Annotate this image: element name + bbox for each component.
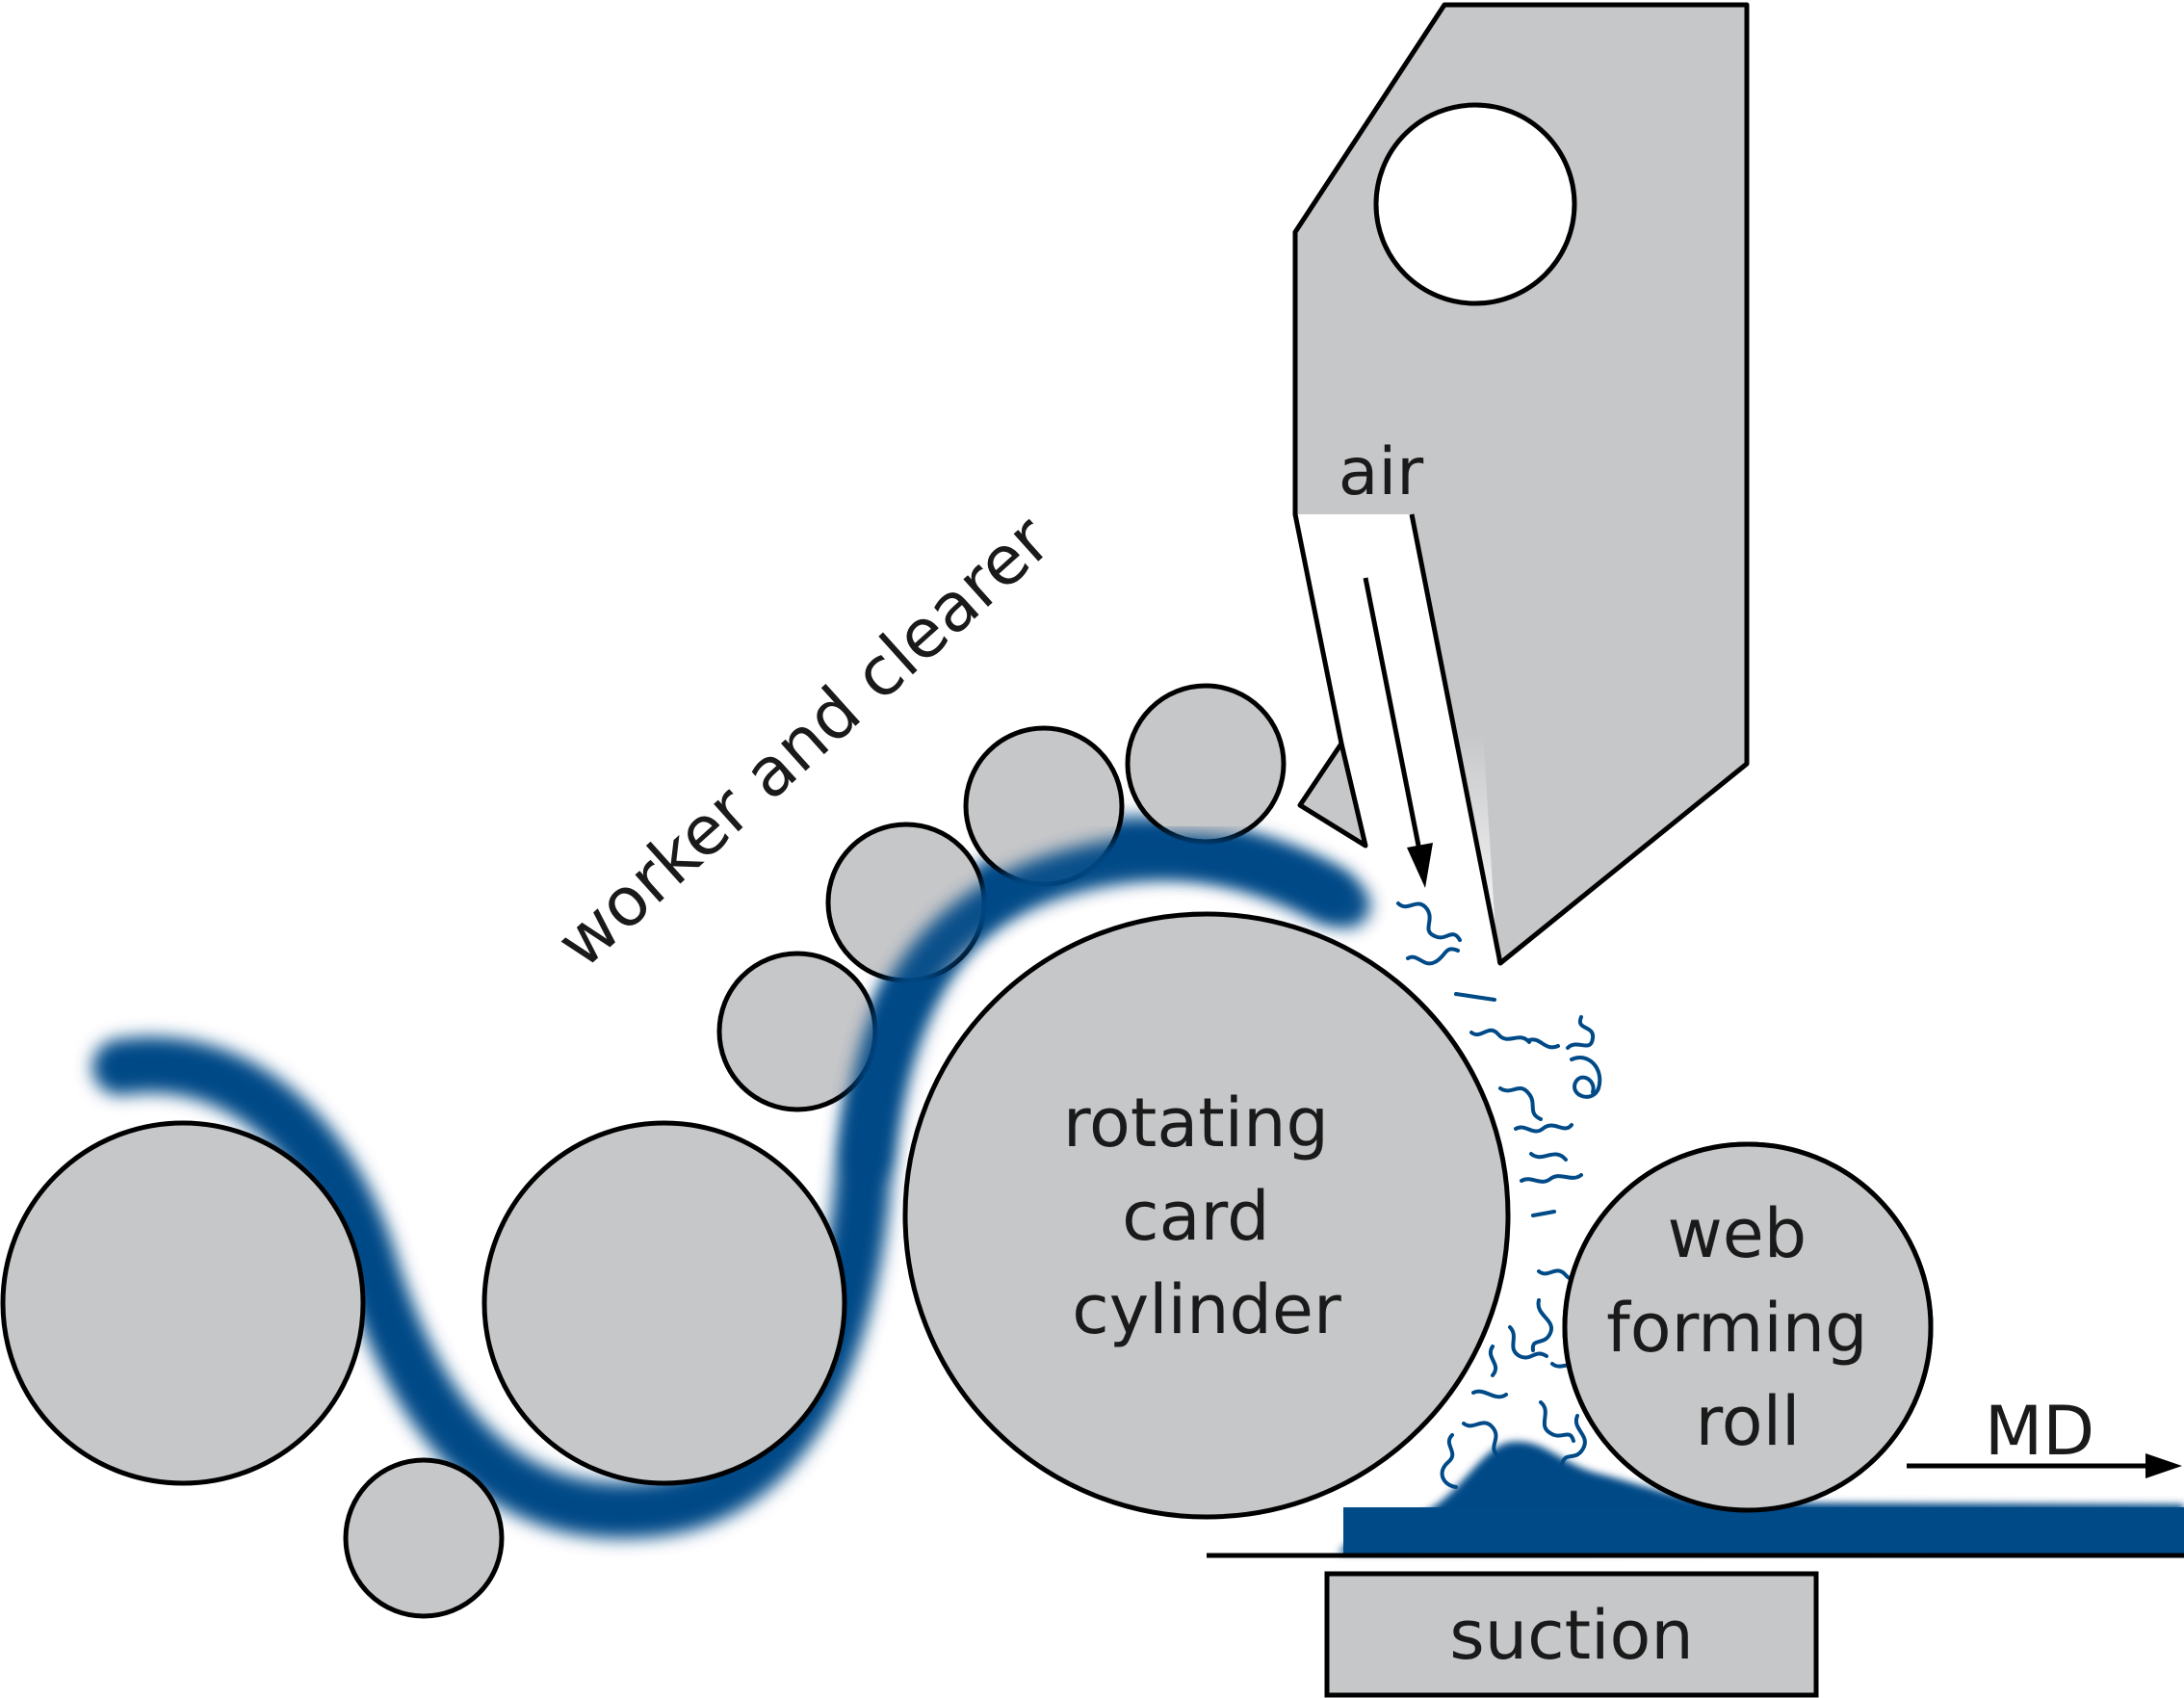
feed-roll-left	[0, 1120, 366, 1486]
suction-label: suction	[1449, 1596, 1693, 1675]
wfr-line-1: web	[1667, 1194, 1807, 1273]
worker-roll-4	[1125, 683, 1287, 845]
md-label: MD	[1985, 1392, 2094, 1471]
rcc-line-1: rotating	[1063, 1084, 1329, 1162]
nozzle-right-wall	[1409, 513, 1503, 964]
licker-in-roll	[481, 1120, 847, 1486]
md-arrow-head	[2145, 1453, 2182, 1478]
rotating-card-cylinder-label: rotating card cylinder	[1063, 1084, 1350, 1349]
rotating-card-cylinder	[902, 911, 1511, 1520]
rcc-line-2: card	[1122, 1177, 1269, 1256]
nozzle-deflector	[1297, 741, 1368, 849]
airborne-fibers	[1396, 901, 1602, 1489]
air-label: air	[1339, 434, 1424, 510]
web-forming-roll-overlay	[1562, 1141, 1934, 1513]
web-forming-roll-label: web forming roll	[1606, 1194, 1889, 1461]
wfr-line-3: roll	[1696, 1382, 1801, 1461]
air-arrow	[1363, 577, 1423, 856]
web-layer	[1343, 1507, 2184, 1554]
fiber-stream-cylinder-top	[845, 834, 1370, 1178]
rcc-line-3: cylinder	[1072, 1270, 1341, 1349]
nozzle-left-wall	[1292, 513, 1344, 745]
small-roll-bottom	[343, 1457, 505, 1619]
wfr-line-2: forming	[1606, 1289, 1867, 1368]
nozzle-duct-opening	[1373, 102, 1577, 306]
suction-box	[1324, 1571, 1819, 1698]
air-arrow-head	[1407, 843, 1433, 888]
